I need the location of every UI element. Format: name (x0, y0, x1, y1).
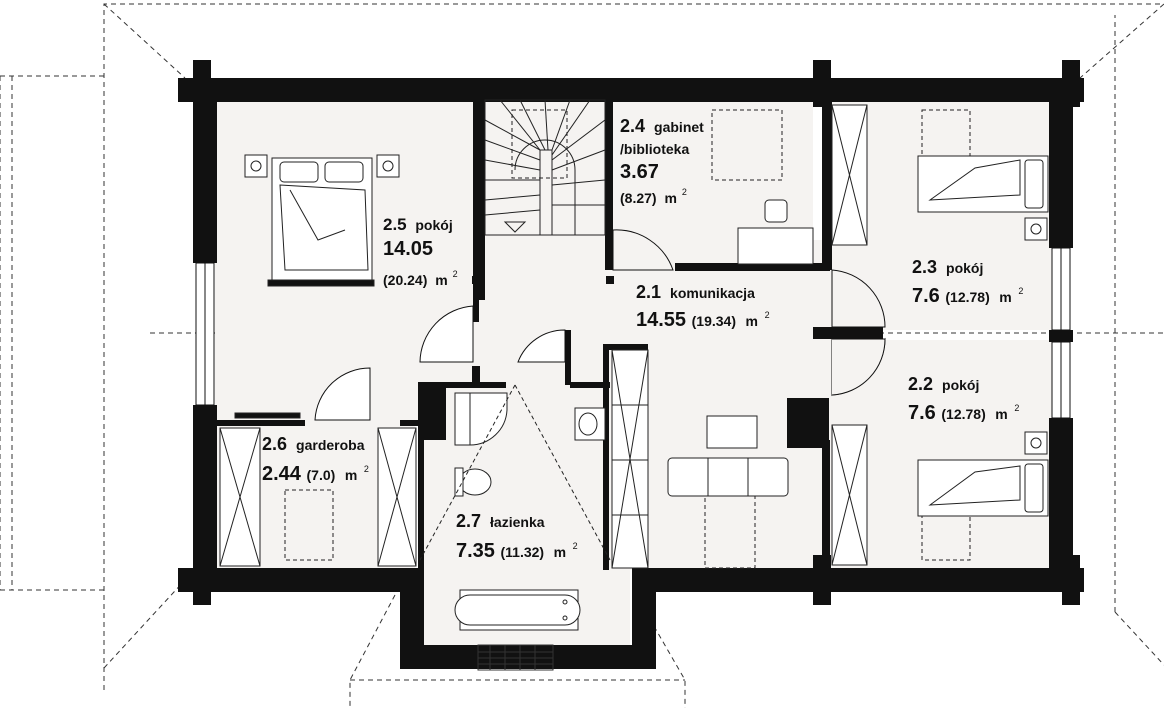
svg-text:(8.27) m 2: (8.27) m 2 (620, 187, 687, 206)
svg-text:7.6 (12.78) m: 7.6 (12.78) m 2 (908, 402, 1019, 424)
label-room-2-6: 2.6 garderoba 2.44 (7.0) m 2 (262, 434, 369, 485)
label-room-2-7: 2.7 łazienka 7.35 (11.32) m 2 (456, 511, 578, 562)
left-balcony (0, 75, 104, 591)
svg-text:7.6 (12.78) m: 7.6 (12.78) m 2 (912, 285, 1023, 307)
label-room-2-4: 2.4 gabinet /biblioteka 3.67 (8.27) m 2 (620, 116, 704, 206)
svg-text:14.05: 14.05 (383, 238, 433, 260)
doors (314, 229, 886, 421)
sofa (611, 349, 789, 569)
label-room-2-2: 2.2 pokój 7.6 (12.78) m 2 (908, 374, 1019, 424)
windows (195, 247, 1071, 419)
room-2-3-furniture (831, 104, 1049, 246)
svg-text:2.2 pokój: 2.2 pokój (908, 374, 979, 394)
svg-text:3.67: 3.67 (620, 161, 659, 183)
svg-text:2.7 łazienka: 2.7 łazienka (456, 511, 545, 531)
double-bed (244, 154, 400, 287)
svg-text:2.3 pokój: 2.3 pokój (912, 257, 983, 277)
svg-text:2.1 komunikacja: 2.1 komunikacja (636, 282, 755, 302)
label-room-2-1: 2.1 komunikacja 14.55 (19.34) m 2 (636, 282, 770, 331)
svg-text:2.6 garderoba: 2.6 garderoba (262, 434, 365, 454)
svg-text:2.5 pokój: 2.5 pokój (383, 215, 453, 234)
svg-text:2.44 (7.0) m: 2.44 (7.0) m 2 (262, 463, 369, 485)
label-room-2-5: 2.5 pokój 14.05 (20.24) m 2 (383, 215, 458, 288)
svg-text:/biblioteka: /biblioteka (620, 141, 689, 157)
bathroom-fixtures (419, 384, 611, 631)
desk (711, 109, 814, 265)
label-room-2-3: 2.3 pokój 7.6 (12.78) m 2 (912, 257, 1023, 307)
svg-text:2.4 gabinet: 2.4 gabinet (620, 116, 704, 136)
entrance-steps (477, 644, 554, 671)
room-2-2-furniture (831, 424, 1049, 566)
svg-text:7.35 (11.32) m: 7.35 (11.32) m 2 (456, 540, 578, 562)
wardrobe-closets (219, 412, 417, 567)
svg-text:(20.24) m 2: (20.24) m 2 (383, 269, 458, 288)
walls (178, 60, 1084, 669)
svg-text:14.55 (19.34) m: 14.55 (19.34) m 2 (636, 309, 770, 331)
staircase (484, 99, 606, 236)
